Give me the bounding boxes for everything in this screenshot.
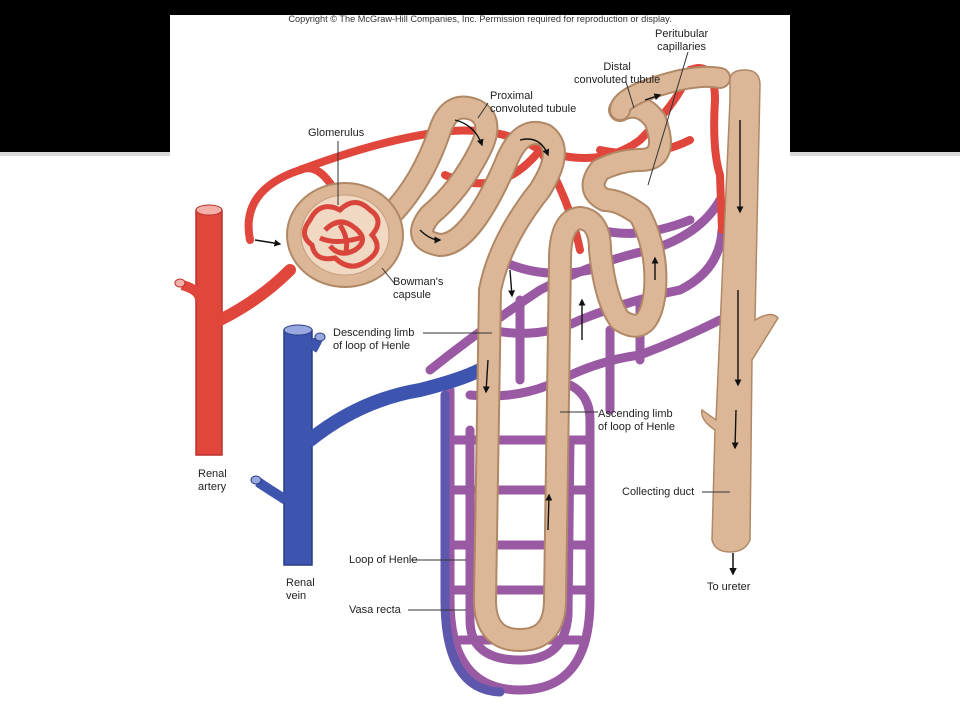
- flow-arrows: [254, 93, 744, 531]
- glomerulus: [302, 200, 381, 269]
- nephron-tubule: [368, 65, 731, 652]
- label-to-ureter: To ureter: [707, 581, 751, 593]
- label-glomerulus: Glomerulus: [308, 127, 365, 139]
- vasa-recta-network: [425, 195, 727, 695]
- copyright-notice: Copyright © The McGraw-Hill Companies, I…: [288, 14, 672, 24]
- collecting-duct: [701, 69, 779, 576]
- label-loop-of-henle: Loop of Henle: [349, 554, 418, 566]
- renal-artery: [174, 204, 296, 456]
- renal-vein: [250, 324, 487, 566]
- leader-lines: [337, 51, 730, 611]
- vasa-recta-venous-side: [440, 390, 505, 697]
- label-vasa-recta: Vasa recta: [349, 604, 401, 616]
- label-collecting-duct: Collecting duct: [622, 486, 695, 498]
